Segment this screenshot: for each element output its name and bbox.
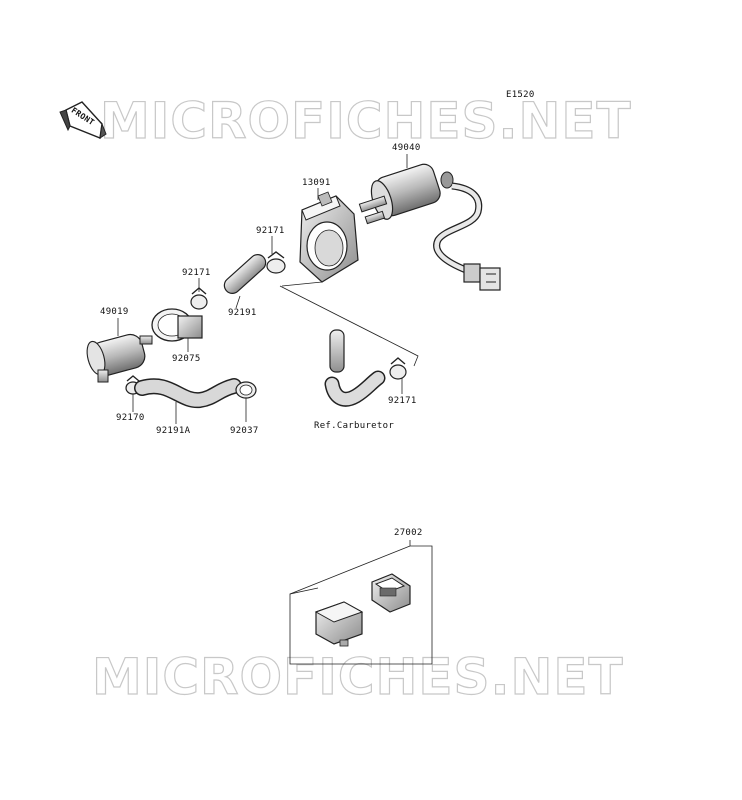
fuel-pump-icon xyxy=(358,163,454,225)
relay-icon xyxy=(314,601,364,647)
pump-bracket-icon xyxy=(299,191,359,283)
leader-lines xyxy=(117,154,433,665)
part-label-92191[interactable]: 92191 xyxy=(228,308,257,318)
fuel-filter-icon xyxy=(86,333,153,383)
part-label-92171-right[interactable]: 92171 xyxy=(388,396,417,406)
part-label-92191A[interactable]: 92191A xyxy=(156,426,191,436)
pump-wire-icon xyxy=(433,182,501,291)
diagram-code: E1520 xyxy=(506,90,535,100)
part-label-92171-left[interactable]: 92171 xyxy=(182,268,211,278)
part-label-27002[interactable]: 27002 xyxy=(394,528,423,538)
part-label-92170[interactable]: 92170 xyxy=(116,413,145,423)
clamp-hose-icon xyxy=(235,381,257,399)
front-arrow-icon xyxy=(59,101,107,140)
watermark-top: MICROFICHES.NET xyxy=(99,91,632,150)
relay-socket-icon xyxy=(371,573,411,613)
reference-carburetor: Ref.Carburetor xyxy=(314,421,395,431)
filter-holder-icon xyxy=(151,308,203,342)
part-label-49019[interactable]: 49019 xyxy=(100,307,129,317)
clamp-right-icon xyxy=(389,357,407,380)
clamp-upper-icon xyxy=(266,251,286,274)
hose-short-icon xyxy=(223,254,267,294)
part-label-49040[interactable]: 49040 xyxy=(392,143,421,153)
part-label-13091[interactable]: 13091 xyxy=(302,178,331,188)
part-label-92037[interactable]: 92037 xyxy=(230,426,259,436)
carburetor-hose-icon xyxy=(324,329,386,407)
part-label-92075[interactable]: 92075 xyxy=(172,354,201,364)
watermark-bottom: MICROFICHES.NET xyxy=(91,647,624,706)
part-label-92171-upper[interactable]: 92171 xyxy=(256,226,285,236)
hose-long-icon xyxy=(134,378,242,409)
